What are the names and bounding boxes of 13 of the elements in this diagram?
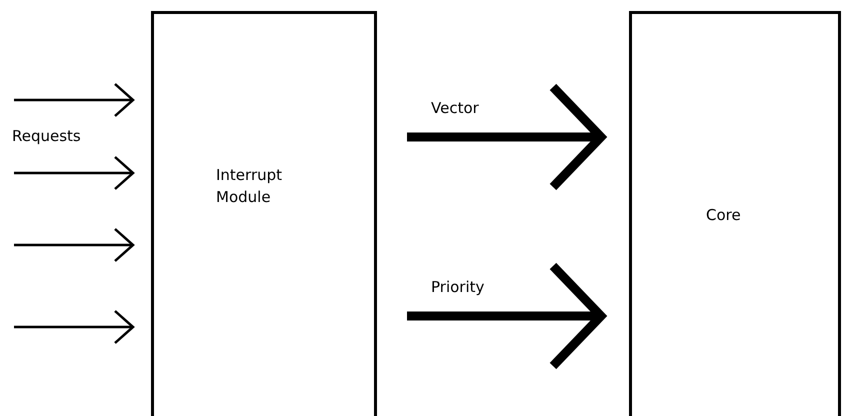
arrow [14, 310, 134, 344]
arrow [407, 82, 606, 192]
edge-label: Vector [431, 99, 479, 117]
edge-label: Priority [431, 278, 484, 296]
arrow [407, 262, 606, 370]
arrow [14, 156, 134, 190]
arrow [14, 228, 134, 262]
block-label: Core [706, 205, 742, 226]
arrow [14, 82, 134, 118]
block-label: Interrupt Module [216, 165, 284, 208]
block-box [629, 11, 841, 416]
input-label: Requests [12, 127, 81, 145]
block-box [151, 11, 377, 416]
